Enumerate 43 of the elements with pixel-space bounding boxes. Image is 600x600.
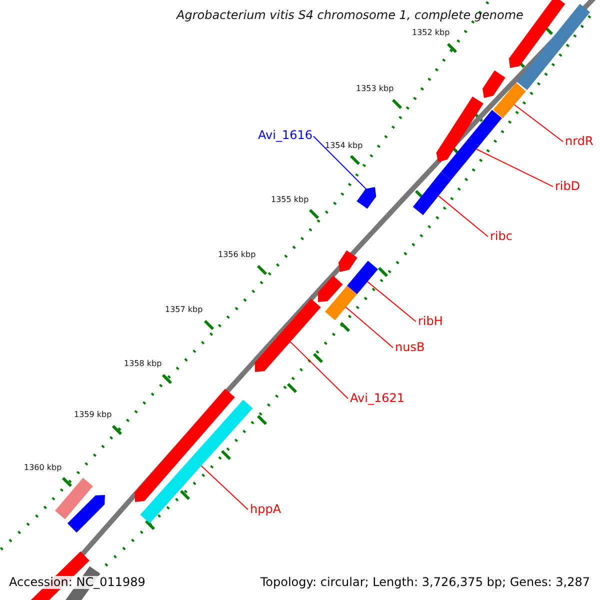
tick-label: 1356 kbp bbox=[218, 251, 256, 260]
title: Agrobacterium vitis S4 chromosome 1, complete genome bbox=[175, 9, 524, 22]
gene-feature bbox=[140, 400, 253, 524]
gene-label: ribH bbox=[418, 315, 443, 328]
gene-feature bbox=[412, 172, 452, 216]
gene-label: ribD bbox=[555, 180, 580, 194]
gene-feature bbox=[325, 286, 357, 320]
gene-feature bbox=[482, 70, 506, 98]
leader-line bbox=[345, 306, 394, 348]
leader-line bbox=[200, 465, 248, 510]
tick-label: 1353 kbp bbox=[356, 85, 394, 94]
gene-label: ribc bbox=[490, 230, 512, 244]
tick-label: 1354 kbp bbox=[325, 142, 363, 151]
gene-label: hppA bbox=[250, 503, 282, 516]
gene-feature bbox=[254, 298, 321, 372]
gene-feature bbox=[67, 495, 105, 533]
gene-feature bbox=[318, 276, 343, 302]
leader-line bbox=[290, 341, 348, 400]
gene-feature bbox=[347, 260, 378, 294]
tick-label: 1352 kbp bbox=[412, 29, 450, 38]
gene-feature bbox=[134, 388, 235, 502]
tick-label: 1358 kbp bbox=[124, 360, 162, 369]
gene-label: nusB bbox=[395, 341, 425, 354]
leader-line bbox=[366, 281, 416, 322]
leader-line bbox=[438, 195, 488, 238]
gene-label: Avi_1621 bbox=[350, 392, 404, 406]
tick-label: 1360 kbp bbox=[24, 464, 62, 473]
gene-feature bbox=[356, 187, 376, 209]
gene-label: nrdR bbox=[565, 135, 594, 148]
gene-feature bbox=[436, 96, 484, 162]
gene-feature bbox=[493, 82, 526, 118]
gene-feature bbox=[441, 110, 502, 180]
footer-text: Accession: NC_011989 bbox=[9, 576, 146, 590]
gene-feature bbox=[338, 250, 358, 272]
footer-text: Topology: circular; Length: 3,726,375 bp; Genes: 3,287 bbox=[260, 576, 590, 590]
leader-line bbox=[476, 148, 554, 188]
tick-label: 1357 kbp bbox=[165, 306, 203, 315]
leader-line bbox=[514, 104, 564, 142]
leader-line bbox=[312, 136, 376, 198]
tick-label: 1355 kbp bbox=[271, 196, 309, 205]
gene-feature bbox=[55, 478, 93, 520]
gene-label: Avi_1616 bbox=[258, 129, 312, 142]
tick-label: 1359 kbp bbox=[74, 411, 112, 420]
